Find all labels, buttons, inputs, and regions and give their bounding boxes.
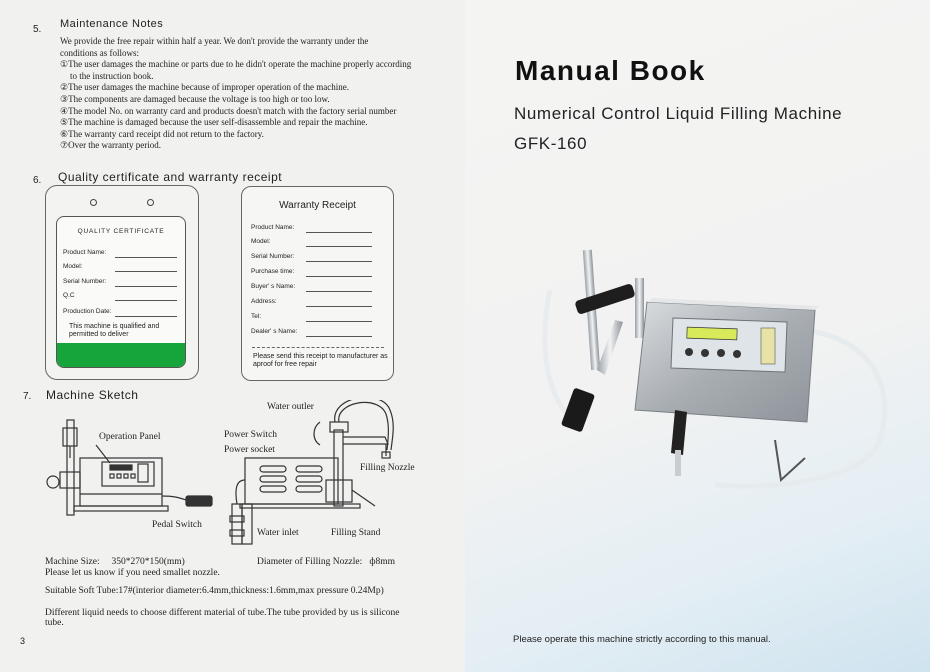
machine-photo	[542, 249, 888, 489]
receipt-field-line	[306, 246, 372, 247]
receipt-field: Dealer' s Name:	[251, 328, 298, 335]
cert-field-production-date: Production Date:	[63, 308, 112, 315]
section-6-title: Quality certificate and warranty receipt	[58, 170, 283, 184]
model-number: GFK-160	[514, 134, 588, 153]
quality-certificate-heading: QUALITY CERTIFICATE	[77, 228, 165, 235]
receipt-field: Buyer' s Name:	[251, 283, 296, 290]
maintenance-note-line: ⑤The machine is damaged because the user…	[60, 117, 368, 128]
maintenance-notes-text: We provide the free repair within half a…	[60, 36, 440, 152]
receipt-field: Serial Number:	[251, 253, 295, 260]
maintenance-note-line: We provide the free repair within half a…	[60, 36, 369, 46]
receipt-cut-line	[252, 347, 384, 348]
label-water-inlet: Water inlet	[257, 528, 299, 538]
cert-green-band	[57, 343, 185, 367]
maintenance-note-line: ②The user damages the machine because of…	[60, 82, 349, 93]
maintenance-note-line: conditions as follows:	[60, 47, 139, 58]
label-filling-stand: Filling Stand	[331, 528, 381, 538]
cert-field-line	[115, 316, 177, 317]
warranty-receipt-title: Warranty Receipt	[279, 200, 356, 211]
section-5-number: 5.	[33, 24, 42, 35]
cert-field-line	[115, 286, 177, 287]
receipt-field-line	[306, 321, 372, 322]
maintenance-note-line: ⑦Over the warranty period.	[60, 140, 162, 151]
warranty-receipt-card: Warranty Receipt Product Name: Model: Seri…	[241, 186, 394, 381]
liquid-material-note: Different liquid needs to choose differe…	[45, 608, 400, 628]
section-5-title: Maintenance Notes	[60, 18, 164, 30]
receipt-field-line	[306, 232, 372, 233]
sketch-left-panel	[101, 461, 155, 487]
sketch-right-stand	[333, 429, 344, 507]
label-power-socket: Power socket	[224, 445, 275, 455]
nozzle-diameter-text: Diameter of Filling Nozzle: ф8mm	[257, 557, 396, 567]
section-6-number: 6.	[33, 175, 42, 186]
label-filling-nozzle: Filling Nozzle	[360, 463, 415, 473]
sketch-stand-rod	[66, 419, 75, 516]
manual-subtitle: Numerical Control Liquid Filling Machine	[514, 104, 843, 123]
label-pedal-switch: Pedal Switch	[152, 520, 202, 530]
maintenance-note-line: ③The components are damaged because the …	[60, 93, 330, 104]
cert-field-model: Model:	[63, 263, 83, 270]
receipt-field-line	[306, 291, 372, 292]
cert-field-line	[115, 271, 177, 272]
sketch-pedal	[185, 495, 213, 507]
maintenance-note-line: ④The model No. on warranty card and prod…	[60, 105, 397, 116]
sketch-nozzle-head	[62, 427, 78, 447]
section-7-title: Machine Sketch	[46, 388, 139, 402]
section-7-number: 7.	[23, 391, 32, 402]
maintenance-note-line: to the instruction book.	[70, 70, 154, 81]
cert-field-product-name: Product Name:	[63, 249, 107, 256]
machine-sketch-drawing	[46, 400, 394, 545]
label-operation-panel: Operation Panel	[99, 432, 161, 442]
cert-field-serial-number: Serial Number:	[63, 278, 107, 285]
card-hole	[90, 199, 97, 206]
soft-tube-text: Suitable Soft Tube:17#(interior diameter…	[45, 586, 384, 596]
receipt-field: Product Name:	[251, 224, 295, 231]
receipt-field-line	[306, 306, 372, 307]
receipt-field: Model:	[251, 238, 271, 245]
sketch-inlet-filter	[231, 503, 243, 545]
machine-size-text: Machine Size: 350*270*150(mm)	[45, 557, 185, 567]
card-hole	[147, 199, 154, 206]
cert-qualified-note: This machine is qualified and permitted …	[69, 323, 160, 338]
receipt-field: Purchase time:	[251, 268, 295, 275]
warranty-receipt-note: Please send this receipt to manufacturer…	[253, 353, 388, 368]
label-power-switch: Power Switch	[224, 430, 278, 440]
quality-certificate-card: QUALITY CERTIFICATE Product Name: Model:…	[45, 185, 199, 380]
receipt-field-line	[306, 336, 372, 337]
sketch-nozzle-clamp	[59, 471, 81, 489]
receipt-field-line	[306, 276, 372, 277]
receipt-field-line	[306, 261, 372, 262]
smaller-nozzle-text: Please let us know if you need smallet n…	[45, 568, 220, 578]
right-page: Manual Book Numerical Control Liquid Fil…	[465, 0, 930, 672]
cert-field-line	[115, 300, 177, 301]
maintenance-note-line: ⑥The warranty card receipt did not retur…	[60, 128, 264, 139]
sketch-knob	[46, 475, 60, 489]
sketch-nozzle-arm	[343, 436, 389, 445]
manual-footer-note: Please operate this machine strictly acc…	[513, 634, 771, 645]
label-water-outlet: Water outler	[267, 402, 314, 412]
manual-title: Manual Book	[515, 55, 706, 86]
sketch-right-body	[244, 457, 339, 505]
receipt-field: Tel:	[251, 313, 262, 320]
page-number: 3	[20, 636, 26, 646]
cert-field-qc: Q.C	[63, 292, 75, 299]
quality-certificate-inner: QUALITY CERTIFICATE Product Name: Model:…	[56, 216, 186, 368]
maintenance-note-line: ①The user damages the machine or parts d…	[60, 59, 412, 70]
receipt-field: Address:	[251, 298, 277, 305]
cert-field-line	[115, 257, 177, 258]
left-page: 5. Maintenance Notes We provide the free…	[0, 0, 465, 672]
